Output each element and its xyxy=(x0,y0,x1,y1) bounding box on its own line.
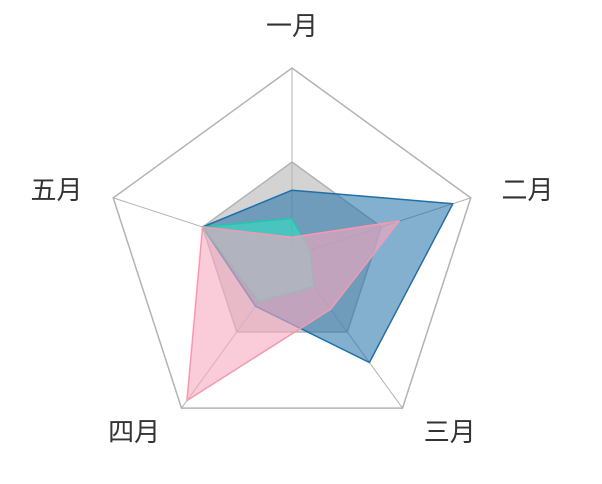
indicator-label-apr: 四月 xyxy=(108,418,160,448)
indicator-label-may: 五月 xyxy=(30,176,82,206)
radar-series xyxy=(186,189,454,402)
axis-labels: 一月 二月 三月 四月 五月 xyxy=(30,12,553,448)
indicator-label-feb: 二月 xyxy=(502,176,554,206)
indicator-label-jan: 一月 xyxy=(266,12,318,42)
series-area-3[interactable] xyxy=(186,220,401,402)
indicator-label-mar: 三月 xyxy=(424,418,476,448)
